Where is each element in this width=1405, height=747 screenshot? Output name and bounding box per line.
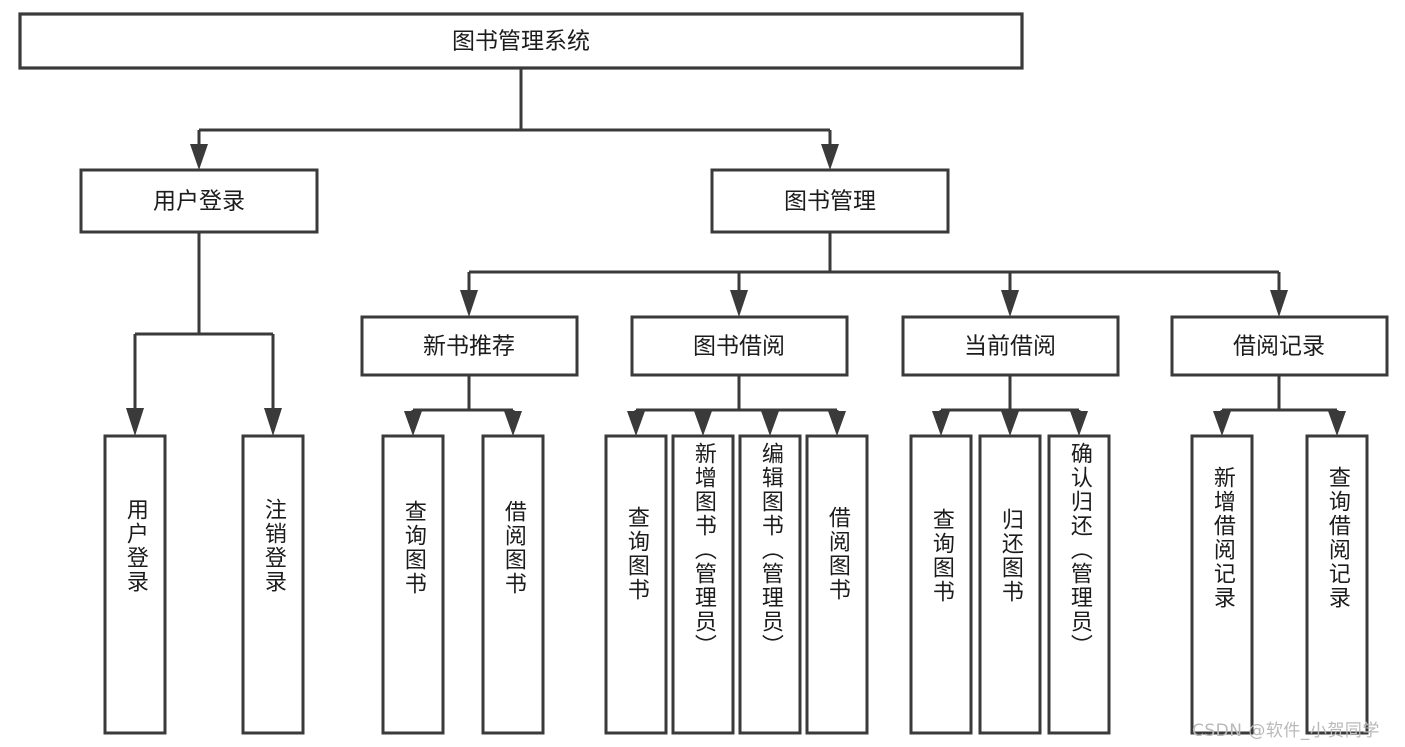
- arrow-head-book-borrow: [730, 290, 748, 317]
- leaf-box-user-login-2[interactable]: [241, 434, 305, 735]
- node-book-manage[interactable]: 图书管理: [710, 168, 950, 234]
- arrow-head-bb-3: [761, 411, 779, 436]
- node-root-label: 图书管理系统: [452, 29, 590, 55]
- leaf-box-current-borrow-3[interactable]: [1047, 434, 1111, 735]
- arrow-head-book-manage: [821, 144, 839, 170]
- leaf-box-book-borrow-4[interactable]: [805, 434, 869, 735]
- node-borrow-record-box[interactable]: [1170, 315, 1389, 377]
- node-book-borrow[interactable]: 图书借阅: [630, 315, 849, 377]
- node-root-box[interactable]: [18, 12, 1024, 70]
- node-new-book-recommend[interactable]: 新书推荐: [360, 315, 579, 377]
- leaf-box-current-borrow-2[interactable]: [978, 434, 1042, 735]
- arrow-head-nb-1: [404, 411, 422, 436]
- arrow-head-leaf-user-login: [126, 408, 144, 436]
- arrow-head-bb-2: [694, 411, 712, 436]
- connector-book-manage-to-level3: [460, 232, 1288, 317]
- arrow-head-leaf-logout: [264, 408, 282, 436]
- node-book-manage-label: 图书管理: [784, 189, 876, 215]
- node-borrow-record-label: 借阅记录: [1233, 334, 1325, 360]
- leaf-box-book-borrow-3[interactable]: [738, 434, 802, 735]
- node-current-borrow-label: 当前借阅: [964, 334, 1056, 360]
- arrow-head-new-book: [460, 290, 478, 317]
- leaf-box-borrow-record-2[interactable]: [1305, 434, 1369, 735]
- connector-current-borrow-to-leaves: [932, 375, 1088, 436]
- node-current-borrow-box[interactable]: [901, 315, 1120, 377]
- node-user-login[interactable]: 用户登录: [79, 168, 319, 234]
- leaf-box-borrow-record-1[interactable]: [1190, 434, 1254, 735]
- connector-borrow-record-to-leaves: [1213, 375, 1346, 436]
- node-book-manage-box[interactable]: [710, 168, 950, 234]
- node-user-login-box[interactable]: [79, 168, 319, 234]
- arrow-head-current-borrow: [1001, 290, 1019, 317]
- arrow-head-br-1: [1213, 411, 1231, 436]
- connector-new-book-to-leaves: [404, 375, 522, 436]
- arrow-head-borrow-record: [1270, 290, 1288, 317]
- node-new-book-recommend-box[interactable]: [360, 315, 579, 377]
- connector-root-to-level2: [190, 68, 839, 170]
- node-book-borrow-box[interactable]: [630, 315, 849, 377]
- arrow-head-cb-3: [1070, 411, 1088, 436]
- arrow-head-bb-1: [627, 411, 645, 436]
- arrow-head-br-2: [1328, 411, 1346, 436]
- node-user-login-label: 用户登录: [153, 189, 245, 215]
- leaf-box-new-book-2[interactable]: [481, 434, 545, 735]
- arrow-head-cb-2: [1001, 411, 1019, 436]
- watermark-text: CSDN @软件_小贺同学: [1192, 721, 1380, 741]
- arrow-head-bb-4: [828, 411, 846, 436]
- arrow-head-user-login: [190, 144, 208, 170]
- arrow-head-nb-2: [504, 411, 522, 436]
- node-borrow-record[interactable]: 借阅记录: [1170, 315, 1389, 377]
- leaf-box-book-borrow-1[interactable]: [604, 434, 668, 735]
- leaf-box-new-book-1[interactable]: [381, 434, 445, 735]
- node-new-book-recommend-label: 新书推荐: [423, 334, 515, 360]
- arrow-head-cb-1: [932, 411, 950, 436]
- connector-user-login-to-leaves: [126, 232, 282, 436]
- connector-book-borrow-to-leaves: [627, 375, 846, 436]
- leaf-box-user-login-1[interactable]: [103, 434, 167, 735]
- node-book-borrow-label: 图书借阅: [693, 334, 785, 360]
- leaf-box-current-borrow-1[interactable]: [909, 434, 973, 735]
- leaf-box-book-borrow-2[interactable]: [671, 434, 735, 735]
- node-current-borrow[interactable]: 当前借阅: [901, 315, 1120, 377]
- node-root[interactable]: 图书管理系统: [18, 12, 1024, 70]
